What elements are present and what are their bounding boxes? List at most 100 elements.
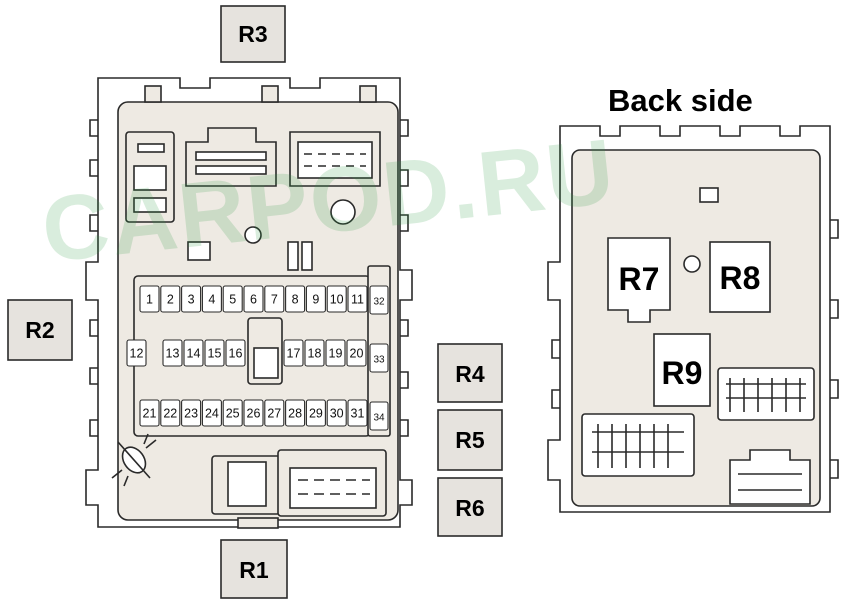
bug-icon <box>111 433 157 487</box>
fuse-number: 33 <box>373 355 385 366</box>
fuse-number: 31 <box>351 407 365 421</box>
fuse-slot: 8 <box>285 285 306 313</box>
fuse-cell <box>283 339 304 367</box>
relay-socket-R8 <box>709 241 771 313</box>
relay-R6-text: R6 <box>455 495 484 521</box>
relay-socket-slot <box>133 197 167 213</box>
fuse-cell <box>285 399 306 427</box>
fuse-number: 1 <box>146 293 153 307</box>
back-left-notches <box>551 339 560 409</box>
fuse-slot: 34 <box>369 401 389 431</box>
fuse-cell <box>346 339 367 367</box>
relay-R9-text: R9 <box>662 355 703 391</box>
fuse-cell <box>264 285 285 313</box>
top-tab <box>359 85 377 103</box>
fuse-slot: 22 <box>160 399 181 427</box>
fuse-number: 22 <box>163 407 177 421</box>
fuse-cell <box>126 339 147 367</box>
connector-inner <box>297 141 373 179</box>
relay-R4-text: R4 <box>455 361 485 387</box>
fuse-number: 6 <box>250 293 257 307</box>
connector-bottom-right-inner <box>289 467 377 509</box>
fuse-slot: 5 <box>222 285 243 313</box>
fuse-cell <box>369 285 389 315</box>
fuse-slot: 2 <box>160 285 181 313</box>
right-notches <box>400 119 409 437</box>
connector-pins <box>304 153 366 167</box>
fuse-number: 23 <box>184 407 198 421</box>
small-socket <box>287 241 299 271</box>
connector-pin-row <box>195 151 267 161</box>
relay-socket-slot <box>133 165 167 191</box>
relay-R1-text: R1 <box>239 557 269 583</box>
fuse-slot: 32 <box>369 285 389 315</box>
fuse-cell <box>139 399 160 427</box>
relay-R5-label: R5 <box>437 409 503 471</box>
fuse-slot: 27 <box>264 399 285 427</box>
fuse-number: 32 <box>373 297 385 308</box>
fuse-cell <box>305 399 326 427</box>
fuse-slot: 23 <box>181 399 202 427</box>
fuse-slot: 25 <box>222 399 243 427</box>
relay-R4-label: R4 <box>437 343 503 403</box>
fuse-cell <box>369 401 389 431</box>
fuse-cell <box>181 285 202 313</box>
fuse-number: 11 <box>351 293 364 307</box>
back-right-notches <box>830 219 839 479</box>
fuse-slot: 4 <box>201 285 222 313</box>
fuse-slot: 1 <box>139 285 160 313</box>
top-tab <box>261 85 279 103</box>
fuse-slot: 28 <box>285 399 306 427</box>
bottom-tab <box>237 517 279 529</box>
fuse-cell <box>181 399 202 427</box>
relay-R3-text: R3 <box>238 21 267 47</box>
relay-socket-R9 <box>653 333 711 407</box>
fuse-cell <box>304 339 325 367</box>
fuse-number: 25 <box>226 407 240 421</box>
fuse-cell <box>139 285 160 313</box>
relay-R2-label: R2 <box>7 299 73 361</box>
fuse-cell <box>285 285 306 313</box>
connector-pins <box>738 473 802 491</box>
fuse-cell <box>347 399 368 427</box>
fuse-number: 24 <box>205 407 219 421</box>
fuse-slot: 7 <box>264 285 285 313</box>
fuse-number: 13 <box>166 347 180 361</box>
fuse-slot: 29 <box>305 399 326 427</box>
fuse-cell <box>162 339 183 367</box>
fuse-number: 27 <box>267 407 281 421</box>
fuse-number: 5 <box>229 293 236 307</box>
back-small-square <box>699 187 719 203</box>
relay-R7-text: R7 <box>619 261 660 297</box>
fuse-number: 14 <box>187 347 201 361</box>
fuse-slot: 10 <box>326 285 347 313</box>
fuse-number: 3 <box>188 293 195 307</box>
fuse-number: 4 <box>208 293 215 307</box>
fuse-number: 26 <box>247 407 261 421</box>
relay-R6-label: R6 <box>437 477 503 537</box>
fuse-slot: 14 <box>183 339 204 367</box>
fuse-cell <box>326 285 347 313</box>
relay-socket-R7 <box>607 237 671 323</box>
relay-R8-text: R8 <box>720 260 761 296</box>
fuse-number: 21 <box>143 407 157 421</box>
mounting-hole <box>330 199 356 225</box>
fuse-number: 10 <box>330 293 344 307</box>
fuse-cell <box>326 399 347 427</box>
fuse-slot: 15 <box>204 339 225 367</box>
fuse-slot: 30 <box>326 399 347 427</box>
relay-R1-label: R1 <box>220 539 288 599</box>
connector-pins <box>592 424 684 468</box>
fuse-cell <box>347 285 368 313</box>
fuse-slot: 20 <box>346 339 367 367</box>
fuse-cell <box>369 343 389 373</box>
fuse-number: 2 <box>167 293 174 307</box>
fuse-cell <box>201 285 222 313</box>
fuse-slot: 31 <box>347 399 368 427</box>
fuse-cell <box>183 339 204 367</box>
fuse-cell <box>204 339 225 367</box>
relay-R2-text: R2 <box>25 317 54 343</box>
fuse-number: 17 <box>287 347 301 361</box>
relay-R5-text: R5 <box>455 427 485 453</box>
